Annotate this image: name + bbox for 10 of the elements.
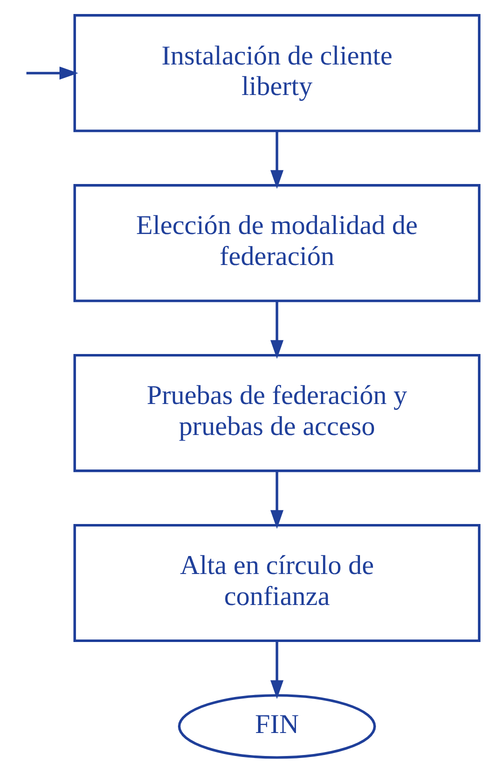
arrow: [270, 471, 284, 529]
arrow: [270, 301, 284, 359]
node-box: Instalación de cliente liberty: [73, 14, 480, 132]
node-box: Pruebas de federación y pruebas de acceso: [73, 354, 480, 472]
node-box: Alta en círculo de confianza: [73, 524, 480, 642]
node-ellipse: FIN: [178, 694, 376, 759]
arrow: [26, 66, 78, 80]
node-box: Elección de modalidad de federación: [73, 184, 480, 302]
arrow: [270, 640, 284, 699]
arrow: [270, 131, 284, 189]
